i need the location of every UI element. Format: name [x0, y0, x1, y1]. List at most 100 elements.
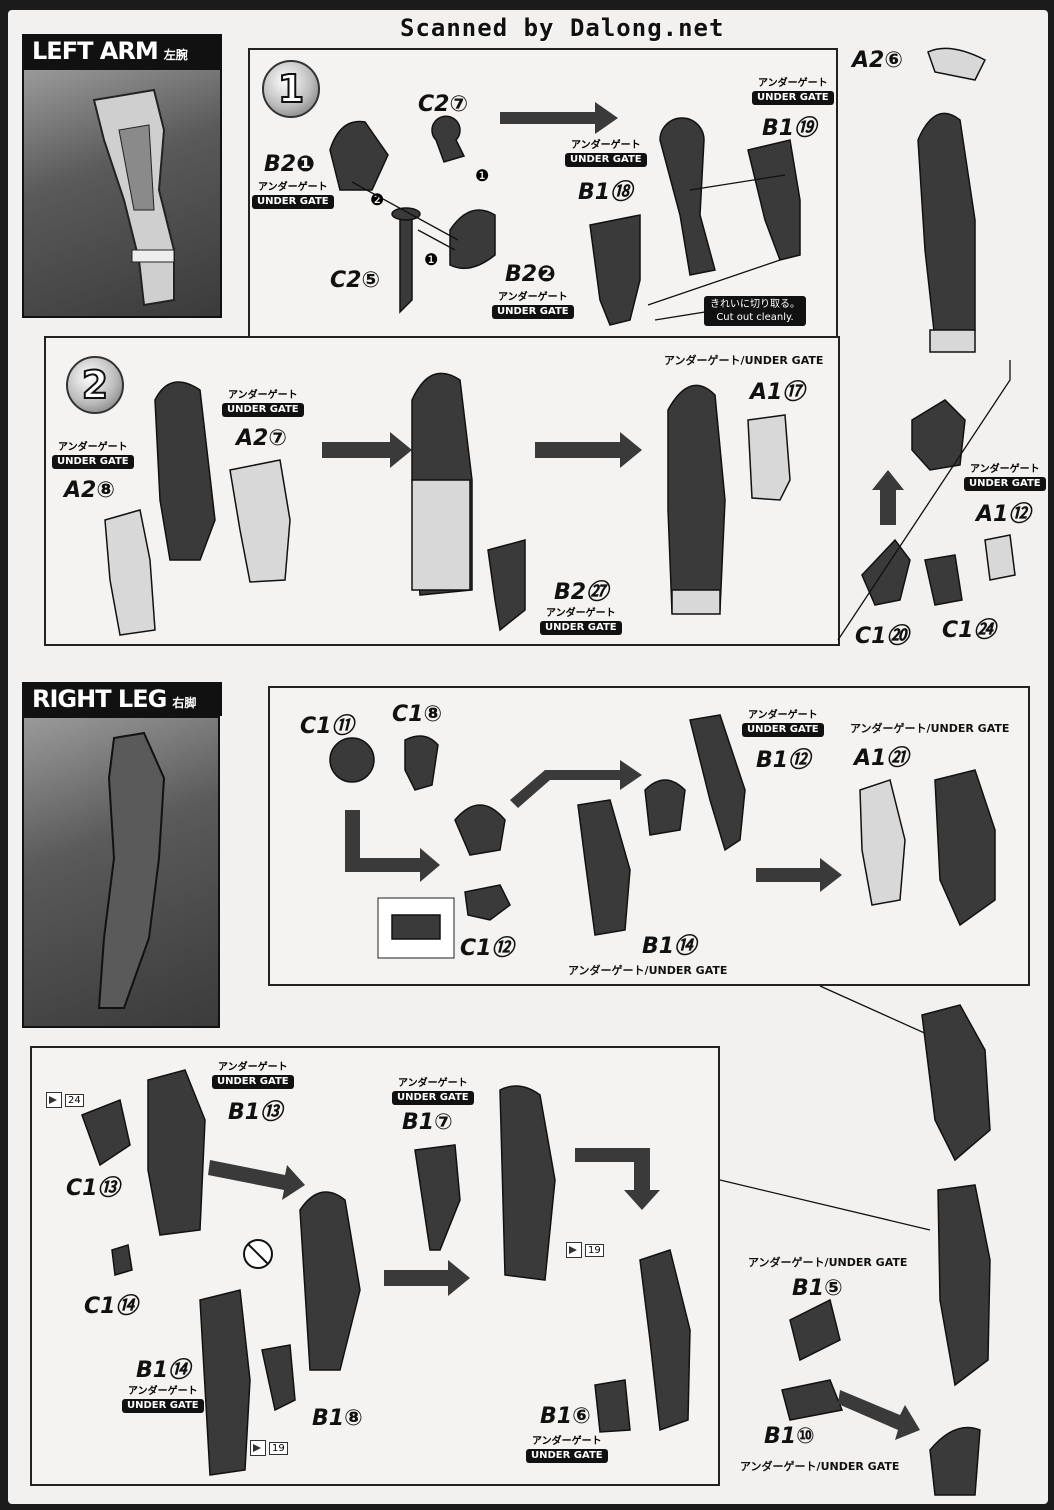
right-leg-title: RIGHT LEG 右脚: [22, 682, 222, 716]
right-leg-title-en: RIGHT LEG: [32, 685, 167, 713]
label-b1-14-lower: B1⑭: [136, 1358, 191, 1383]
part-c1-hand: [911, 399, 966, 471]
part-c1-8: [404, 735, 439, 791]
step1-number: 1: [277, 66, 305, 112]
label-c1-8: C1⑧: [392, 702, 443, 727]
label-c1-14: C1⑭: [84, 1294, 138, 1319]
part-b1-7: [414, 1144, 461, 1251]
part-b1-18: [589, 214, 641, 326]
part-c1-12: [464, 884, 511, 921]
left-arm-step1-panel: [248, 48, 838, 338]
part-c1-14: [111, 1244, 133, 1276]
label-a1-12: A1⑫: [976, 502, 1031, 527]
label-b1-12: B1⑫: [756, 748, 811, 773]
right-leg-full: [937, 1184, 991, 1387]
step-marker-1b: ❶: [424, 250, 439, 269]
leg-core: [499, 1085, 556, 1281]
label-b1-14-upper: B1⑭: [642, 934, 697, 959]
arm-core-step2: [154, 381, 216, 561]
part-a1-12: [984, 534, 1016, 581]
part-a2-6: [927, 47, 987, 81]
step-marker-1a: ❶: [475, 166, 490, 185]
part-a1-21: [859, 779, 906, 906]
label-c2-7: C2⑦: [418, 92, 469, 117]
right-leg-top: [921, 1004, 991, 1162]
part-b1-6: [594, 1379, 631, 1433]
part-a2-8: [104, 509, 156, 636]
gate-b1-14-upper: アンダーゲート/UNDER GATE: [568, 964, 728, 977]
label-b1-10: B1⑩: [764, 1424, 815, 1449]
label-c1-24: C1㉔: [942, 618, 996, 643]
label-a2-7: A2⑦: [236, 426, 287, 451]
part-b1-14-upper: [577, 799, 631, 936]
label-b1-8: B1⑧: [312, 1406, 363, 1431]
part-b1-5: [789, 1298, 841, 1362]
label-c2-5: C2⑤: [330, 268, 381, 293]
label-b1-18: B1⑱: [578, 180, 633, 205]
gate-b1-10: アンダーゲート/UNDER GATE: [740, 1460, 900, 1473]
left-arm-title-en: LEFT ARM: [32, 37, 159, 65]
part-c1-24: [924, 554, 963, 606]
ref-24: 24: [46, 1092, 84, 1108]
part-b1-12: [689, 714, 746, 852]
label-a1-17: A1⑰: [750, 380, 805, 405]
part-b1-19: [747, 139, 801, 261]
ref-19-b: 19: [566, 1242, 604, 1258]
gate-b1-5: アンダーゲート/UNDER GATE: [748, 1256, 908, 1269]
left-arm-title: LEFT ARM 左腕: [22, 34, 222, 68]
part-b1-8: [299, 1191, 361, 1371]
part-a2-7: [229, 459, 291, 583]
label-c1-12: C1⑫: [460, 936, 514, 961]
watermark: Scanned by Dalong.net: [400, 14, 725, 42]
left-arm-photo: [22, 68, 222, 318]
part-b2-2: [449, 209, 496, 270]
gate-a1-21: アンダーゲート/UNDER GATE: [850, 722, 1010, 735]
leg-sub: [639, 1249, 691, 1432]
ref-19-a: 19: [250, 1440, 288, 1456]
step2-badge: 2: [66, 356, 124, 414]
part-b1-10: [781, 1379, 844, 1421]
part-b1-13: [147, 1069, 206, 1236]
right-leg-title-jp: 右脚: [172, 695, 197, 710]
cut-note-en: Cut out cleanly.: [716, 312, 794, 323]
label-b1-19: B1⑲: [762, 116, 817, 141]
label-b1-13: B1⑬: [228, 1100, 283, 1125]
part-b2-1: [329, 120, 389, 191]
label-b1-5: B1⑤: [792, 1276, 843, 1301]
right-leg-photo-image: [97, 731, 166, 1009]
cut-note: きれいに切り取る。 Cut out cleanly.: [704, 296, 806, 326]
step-marker-2: ❷: [370, 190, 385, 209]
right-leg-photo: [22, 716, 220, 1028]
label-a2-8: A2⑧: [64, 478, 115, 503]
left-arm-photo-image: [92, 88, 175, 307]
label-b1-6: B1⑥: [540, 1404, 591, 1429]
label-c1-20: C1⑳: [855, 624, 909, 649]
label-c1-13: C1⑬: [66, 1176, 120, 1201]
part-c1-11: [329, 737, 375, 783]
part-b1-18-arm: [659, 117, 716, 276]
part-b1-14-lower: [199, 1289, 251, 1476]
label-b2-1: B2❶: [264, 152, 315, 177]
label-b2-2: B2❷: [505, 262, 556, 287]
step2-number: 2: [81, 362, 109, 408]
label-a1-21: A1㉑: [854, 746, 909, 771]
part-a1-17: [747, 414, 791, 501]
cut-note-jp: きれいに切り取る。: [710, 299, 800, 310]
label-b2-27: B2㉗: [554, 580, 609, 605]
gate-a1-17: アンダーゲート/UNDER GATE: [664, 354, 824, 367]
label-b1-7: B1⑦: [402, 1110, 453, 1135]
part-c2-7: [431, 115, 466, 163]
